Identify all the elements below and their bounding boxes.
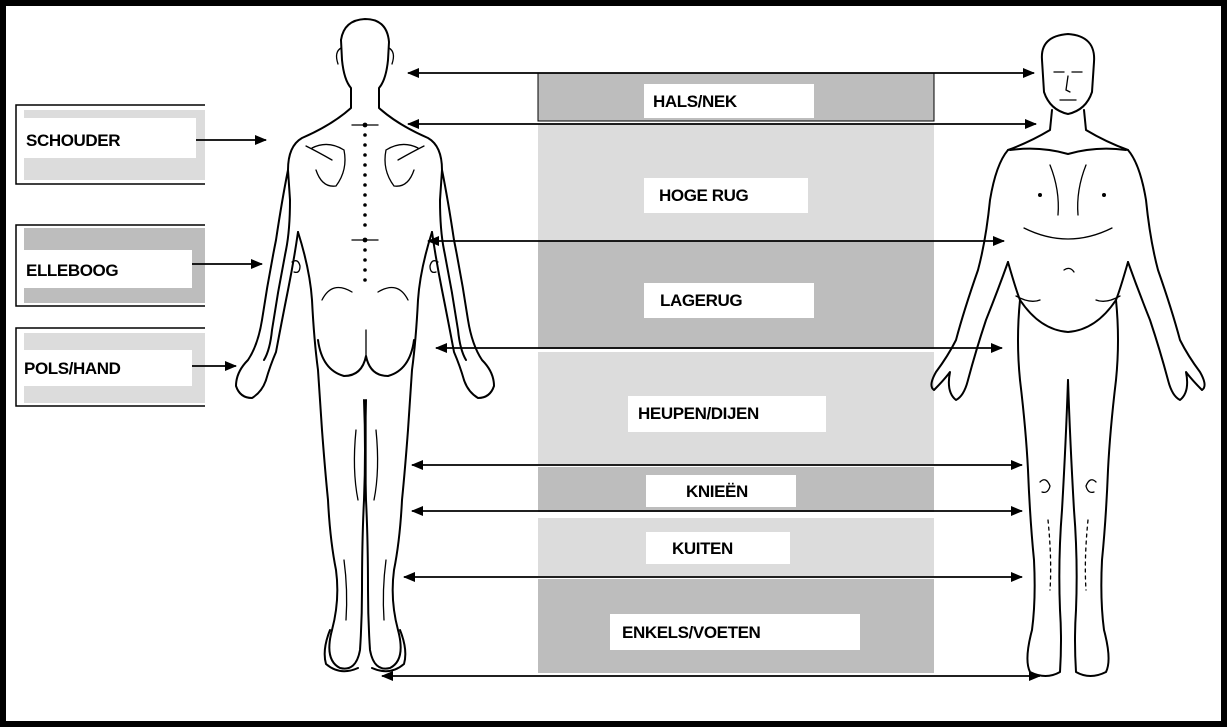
side-label-elbow: ELLEBOOG (16, 225, 262, 306)
front-view-figure (931, 34, 1204, 676)
side-label-wrist-hand: POLS/HAND (16, 328, 236, 406)
zone-label-lagerug: LAGERUG (660, 291, 742, 310)
zone-label-hals-nek: HALS/NEK (653, 92, 738, 111)
elbow-label: ELLEBOOG (26, 261, 118, 280)
back-view-figure (236, 19, 494, 671)
zone-label-heupen-dijen: HEUPEN/DIJEN (638, 404, 759, 423)
shoulder-label: SCHOUDER (26, 131, 120, 150)
zone-bands (538, 73, 934, 673)
wrist-hand-label: POLS/HAND (24, 359, 121, 378)
zone-label-hoge-rug: HOGE RUG (659, 186, 749, 205)
zone-label-kuiten: KUITEN (672, 539, 733, 558)
side-label-shoulder: SCHOUDER (16, 105, 266, 184)
zone-label-knieen: KNIEËN (686, 482, 748, 501)
spine-dots (363, 123, 368, 282)
zone-label-enkels-voeten: ENKELS/VOETEN (622, 623, 761, 642)
